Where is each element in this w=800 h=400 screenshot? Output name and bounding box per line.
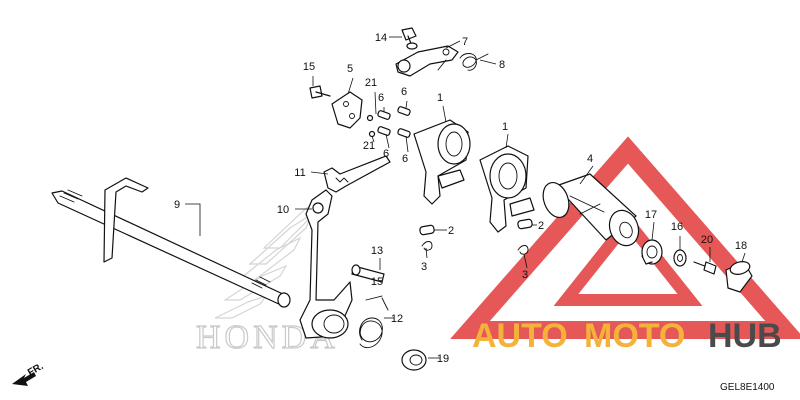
automotohub-watermark: AUTO MOTO HUB: [472, 317, 782, 355]
callout-c12: 12: [391, 313, 403, 325]
watermark-hub: HUB: [708, 317, 782, 355]
callout-c2a: 2: [448, 225, 454, 237]
callout-c13: 13: [371, 245, 383, 257]
callout-c11: 11: [294, 167, 305, 179]
fr-arrow-icon: [12, 372, 36, 386]
part-13-collar: [351, 264, 385, 283]
callout-c4: 4: [587, 153, 593, 165]
part-4-shift-drum: [542, 173, 640, 247]
part-17-plate: [641, 239, 663, 265]
callout-c2b: 2: [538, 220, 544, 232]
part-10-shift-arm: [299, 189, 353, 339]
part-7-stopper-plate: [395, 45, 459, 77]
fr-direction-label: FR.: [26, 361, 46, 379]
callout-c21a: 21: [365, 77, 377, 89]
part-18-cap: [725, 261, 753, 293]
callout-c9: 9: [174, 199, 180, 211]
callout-c15b: 15: [371, 276, 383, 288]
part-8-spring: [437, 53, 489, 71]
part-16-washer: [673, 249, 687, 267]
part-11-stopper-arm: [323, 155, 391, 193]
callout-c6b: 6: [401, 86, 407, 98]
callout-c21b: 21: [363, 140, 375, 152]
callout-c10: 10: [277, 204, 289, 216]
callout-c7: 7: [462, 36, 468, 48]
callout-c19: 19: [437, 353, 449, 365]
callout-c3a: 3: [421, 261, 427, 273]
watermark-moto: MOTO: [584, 317, 685, 355]
part-20-bolt: [693, 261, 717, 275]
part-19-oil-seal: [401, 349, 427, 371]
callout-c8: 8: [499, 59, 505, 71]
callout-c14: 14: [375, 32, 387, 44]
callout-c18: 18: [735, 240, 747, 252]
part-12-return-spring: [359, 295, 389, 348]
part-9-shift-shaft: [51, 177, 291, 308]
part-1-shift-fork-b: [479, 145, 535, 233]
part-2-3-pins-clips: [419, 218, 533, 255]
callout-c1a: 1: [437, 92, 443, 104]
callout-c1b: 1: [502, 121, 508, 133]
watermark-auto: AUTO: [472, 317, 568, 355]
part-1-shift-fork-a: [413, 119, 471, 205]
callout-c17: 17: [645, 209, 657, 221]
callout-c6a: 6: [378, 92, 384, 104]
part-6-21-pins: [366, 106, 411, 138]
callout-c16: 16: [671, 221, 683, 233]
leader-lines: [185, 36, 746, 359]
part-15-bolt: [309, 85, 331, 99]
callout-c15: 15: [303, 61, 315, 73]
callout-c6d: 6: [402, 153, 408, 165]
part-5-guide-plate: [331, 91, 363, 129]
callout-c6c: 6: [383, 148, 389, 160]
callout-c5: 5: [347, 63, 353, 75]
callout-c3b: 3: [522, 269, 528, 281]
part-14-bolt: [401, 27, 418, 50]
diagram-code: GEL8E1400: [720, 382, 775, 393]
callout-c20: 20: [701, 234, 713, 246]
